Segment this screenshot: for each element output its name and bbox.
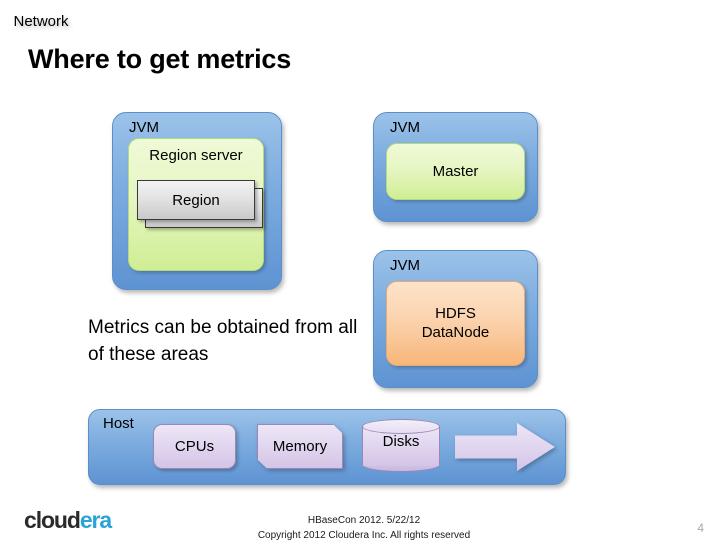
footer-line-1: HBaseCon 2012. 5/22/12	[307, 515, 421, 526]
footer-line-2: Copyright 2012 Cloudera Inc. All rights …	[257, 530, 471, 541]
cpus-shape: CPUs	[153, 424, 236, 469]
hdfs-datanode-box: HDFS DataNode	[386, 281, 525, 366]
jvm-label: JVM	[390, 257, 420, 274]
cloudera-logo-part2: era	[79, 507, 112, 533]
disks-label: Disks	[382, 433, 420, 450]
host-label: Host	[103, 415, 134, 432]
jvm-label: JVM	[129, 119, 159, 136]
cpus-label: CPUs	[174, 438, 215, 455]
master-label: Master	[432, 163, 479, 180]
network-label: Network	[13, 13, 69, 30]
footer-text: HBaseCon 2012. 5/22/12 Copyright 2012 Cl…	[0, 513, 728, 543]
master-box: Master	[386, 143, 525, 200]
region-box-front: Region	[137, 180, 255, 220]
body-text: Metrics can be obtained from all of thes…	[88, 317, 358, 365]
cloudera-logo: cloudera	[24, 507, 112, 533]
jvm-label: JVM	[390, 119, 420, 136]
regionserver-label: Region server	[149, 147, 243, 164]
region-label: Region	[172, 192, 220, 209]
memory-label: Memory	[272, 438, 328, 455]
page-title: Where to get metrics	[28, 44, 292, 74]
hdfs-datanode-label-line2: DataNode	[421, 323, 490, 341]
memory-shape: Memory	[257, 424, 343, 469]
cloudera-logo-part1: cloud	[24, 507, 81, 533]
disks-cylinder-top	[362, 419, 440, 434]
hdfs-datanode-label-line1: HDFS	[435, 304, 476, 322]
page-number: 4	[697, 521, 704, 535]
hdfs-datanode-label: HDFS DataNode	[422, 305, 490, 343]
disks-shape: Disks	[362, 419, 440, 472]
